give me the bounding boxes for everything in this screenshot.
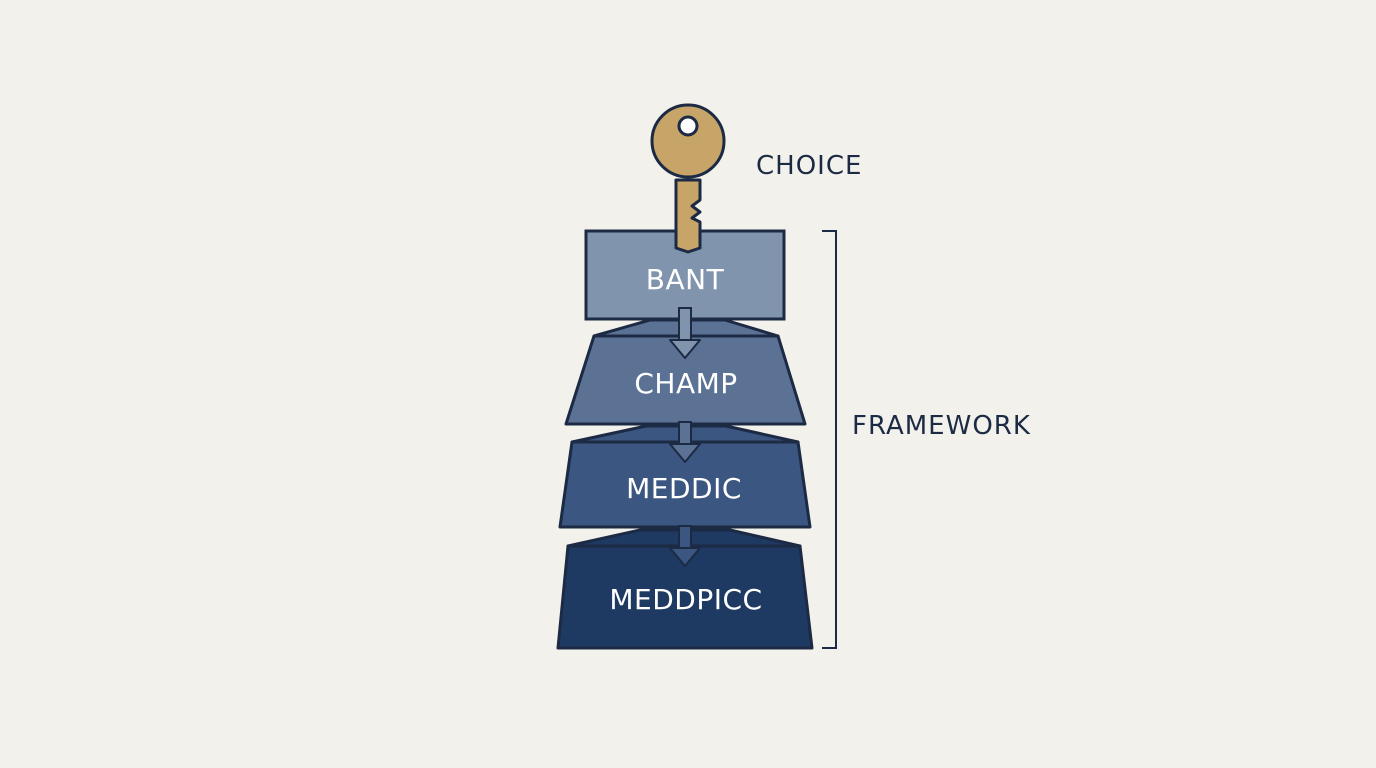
- tier-champ: CHAMP: [564, 318, 807, 426]
- tier-bant-label: BANT: [646, 263, 725, 296]
- framework-label: FRAMEWORK: [852, 411, 1031, 441]
- tier-connector-3: [669, 525, 701, 567]
- tier-meddpicc: MEDDPICC: [556, 528, 814, 650]
- tier-connector-2: [669, 421, 701, 463]
- tier-champ-label: CHAMP: [634, 367, 737, 400]
- key-icon: [650, 103, 726, 254]
- arrow-down-icon: [669, 339, 701, 359]
- arrow-down-icon: [669, 547, 701, 567]
- arrow-down-icon: [669, 443, 701, 463]
- tier-connector-1: [669, 307, 701, 359]
- tier-meddpicc-label: MEDDPICC: [609, 583, 762, 616]
- tier-meddic-label: MEDDIC: [626, 472, 742, 505]
- choice-label: CHOICE: [756, 151, 862, 181]
- framework-bracket: [822, 230, 837, 649]
